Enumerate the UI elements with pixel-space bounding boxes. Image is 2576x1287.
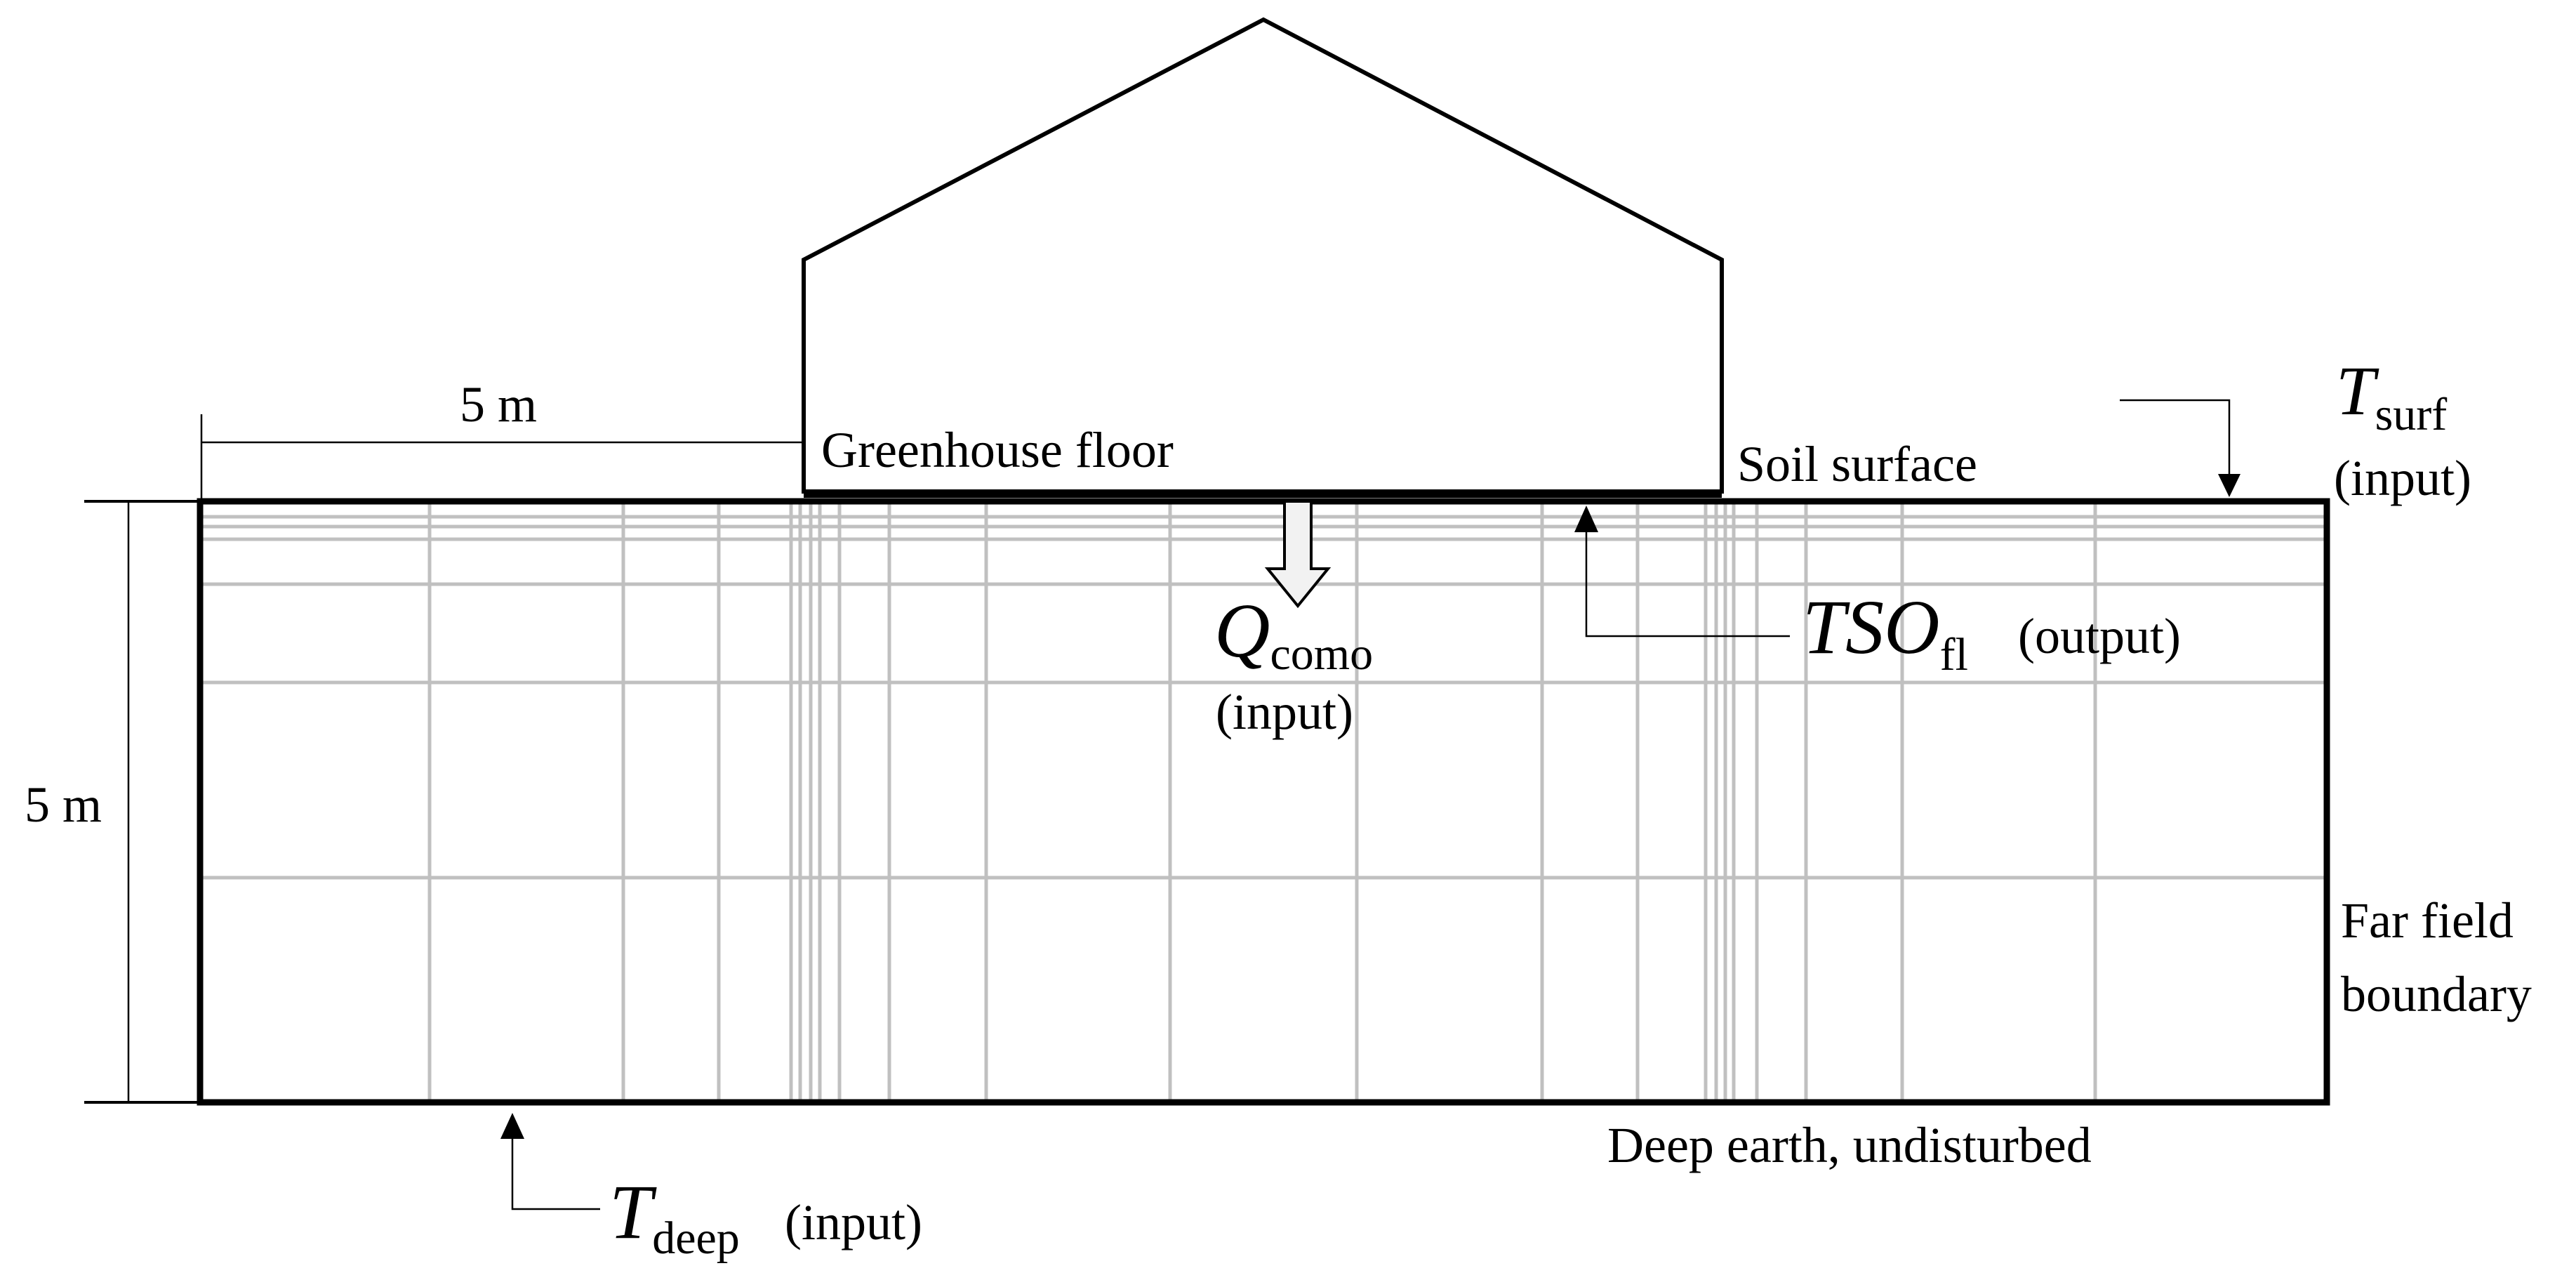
tso-fl-leader — [1585, 528, 1790, 638]
t-deep-leader — [511, 1134, 600, 1210]
depth-dim-label: 5 m — [25, 777, 102, 833]
q-como-label: Qcomo — [1214, 588, 1373, 680]
greenhouse-outline — [802, 17, 1724, 494]
q-como-role: (input) — [1216, 684, 1353, 740]
soil-domain-boundary — [197, 498, 2330, 1106]
soil-mesh-grid — [200, 501, 2327, 1102]
t-surf-role: (input) — [2334, 450, 2471, 506]
t-deep-role: (input) — [785, 1194, 922, 1250]
greenhouse-floor-label: Greenhouse floor — [821, 422, 1174, 478]
t-surf-label: Tsurf — [2336, 352, 2447, 440]
t-deep-arrowhead — [500, 1113, 524, 1139]
tso-fl-role: (output) — [2018, 608, 2181, 664]
tso-fl-label: TSOfl — [1802, 584, 1968, 680]
soil-surface-label: Soil surface — [1737, 436, 1977, 492]
far-field-label-line2: boundary — [2341, 966, 2532, 1022]
q-como-arrow — [1264, 500, 1332, 609]
t-surf-leader — [2120, 399, 2231, 484]
t-surf-arrowhead — [2218, 474, 2240, 497]
far-field-label-line1: Far field — [2341, 892, 2514, 949]
deep-earth-label: Deep earth, undisturbed — [1607, 1117, 2092, 1173]
tso-fl-arrowhead — [1574, 506, 1598, 532]
width-dim-label: 5 m — [460, 376, 537, 433]
t-deep-label: Tdeep — [609, 1169, 740, 1264]
